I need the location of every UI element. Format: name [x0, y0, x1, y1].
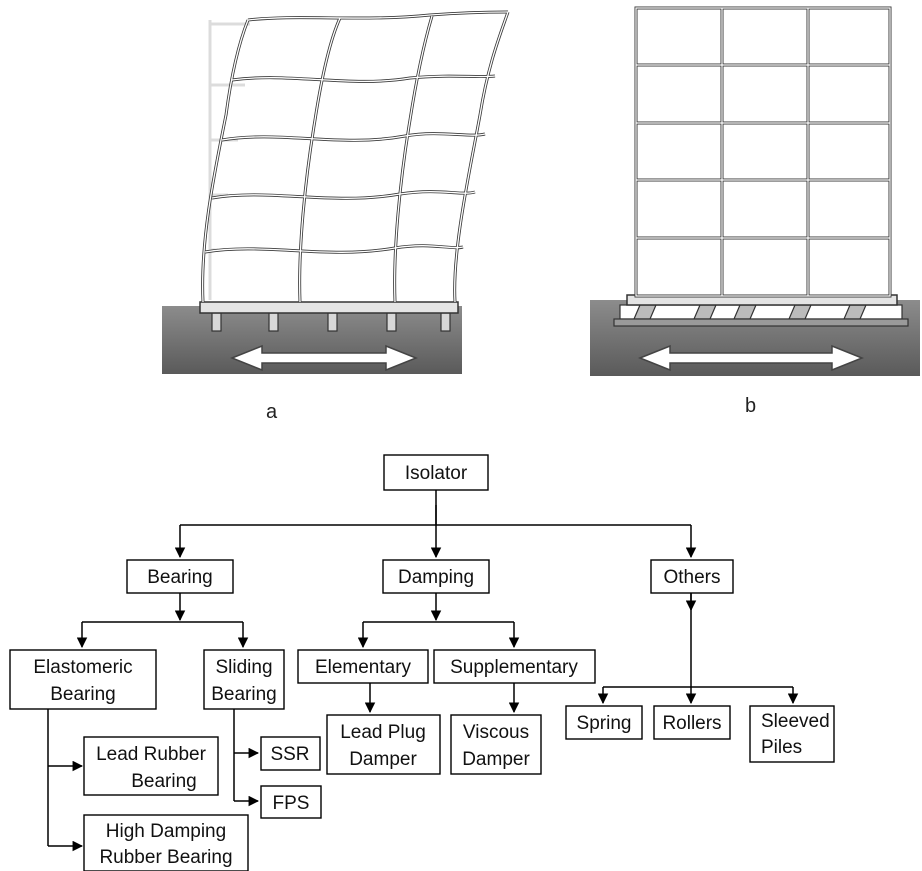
- panel-b-label: b: [745, 395, 756, 417]
- node-elementary: Elementary: [297, 649, 429, 684]
- motion-arrow-b: [637, 344, 865, 372]
- node-fps: FPS: [260, 785, 322, 819]
- node-supplementary: Supplementary: [433, 649, 596, 684]
- node-lead-plug-damper: Lead Plug Damper: [326, 714, 441, 775]
- rigid-frame: [634, 6, 892, 298]
- svg-text:Others: Others: [663, 567, 720, 588]
- node-viscous-damper: Viscous Damper: [450, 714, 542, 775]
- svg-text:High Damping: High Damping: [106, 821, 226, 842]
- node-spring: Spring: [565, 705, 643, 740]
- svg-text:Supplementary: Supplementary: [450, 657, 578, 678]
- svg-text:Rollers: Rollers: [662, 713, 721, 734]
- tree-connectors: [47, 490, 799, 852]
- svg-text:Piles: Piles: [761, 737, 802, 758]
- foundation-slab: [613, 318, 909, 327]
- svg-text:Viscous: Viscous: [463, 722, 529, 743]
- svg-text:Bearing: Bearing: [147, 567, 213, 588]
- deformed-frame: [201, 10, 510, 303]
- panel-b-illustration: [590, 6, 920, 376]
- svg-text:Bearing: Bearing: [131, 771, 197, 792]
- svg-text:Damper: Damper: [462, 749, 530, 770]
- node-bearing: Bearing: [126, 559, 234, 594]
- node-elastomeric-bearing: Elastomeric Bearing: [9, 649, 157, 710]
- node-sleeved-piles: Sleeved Piles: [749, 705, 835, 763]
- svg-text:Rubber Bearing: Rubber Bearing: [99, 847, 232, 868]
- panel-a-label: a: [266, 401, 278, 423]
- svg-text:Bearing: Bearing: [211, 684, 277, 705]
- node-sliding-bearing: Sliding Bearing: [203, 649, 285, 710]
- node-others: Others: [650, 559, 734, 594]
- panel-a-illustration: [162, 10, 510, 374]
- node-high-damping-rubber-bearing: High Damping Rubber Bearing: [83, 814, 249, 871]
- svg-text:Elementary: Elementary: [315, 657, 412, 678]
- base-slab-a: [199, 301, 459, 314]
- svg-text:Bearing: Bearing: [50, 684, 116, 705]
- node-ssr: SSR: [260, 736, 321, 771]
- motion-arrow-a: [229, 344, 419, 372]
- node-rollers: Rollers: [653, 705, 731, 740]
- node-isolator: Isolator: [383, 454, 489, 491]
- svg-text:FPS: FPS: [273, 793, 310, 814]
- svg-text:Sliding: Sliding: [215, 657, 272, 678]
- svg-text:Sleeved: Sleeved: [761, 711, 830, 732]
- svg-text:SSR: SSR: [270, 744, 309, 765]
- svg-text:Elastomeric: Elastomeric: [33, 657, 132, 678]
- svg-text:Lead Rubber: Lead Rubber: [96, 744, 207, 765]
- node-damping: Damping: [382, 559, 490, 594]
- node-lead-rubber-bearing: Lead Rubber Bearing: [83, 736, 219, 796]
- svg-text:Spring: Spring: [577, 713, 632, 734]
- svg-text:Damping: Damping: [398, 567, 474, 588]
- svg-text:Isolator: Isolator: [405, 463, 468, 484]
- svg-text:Damper: Damper: [349, 749, 417, 770]
- svg-text:Lead Plug: Lead Plug: [340, 722, 426, 743]
- ground-a: [162, 306, 462, 374]
